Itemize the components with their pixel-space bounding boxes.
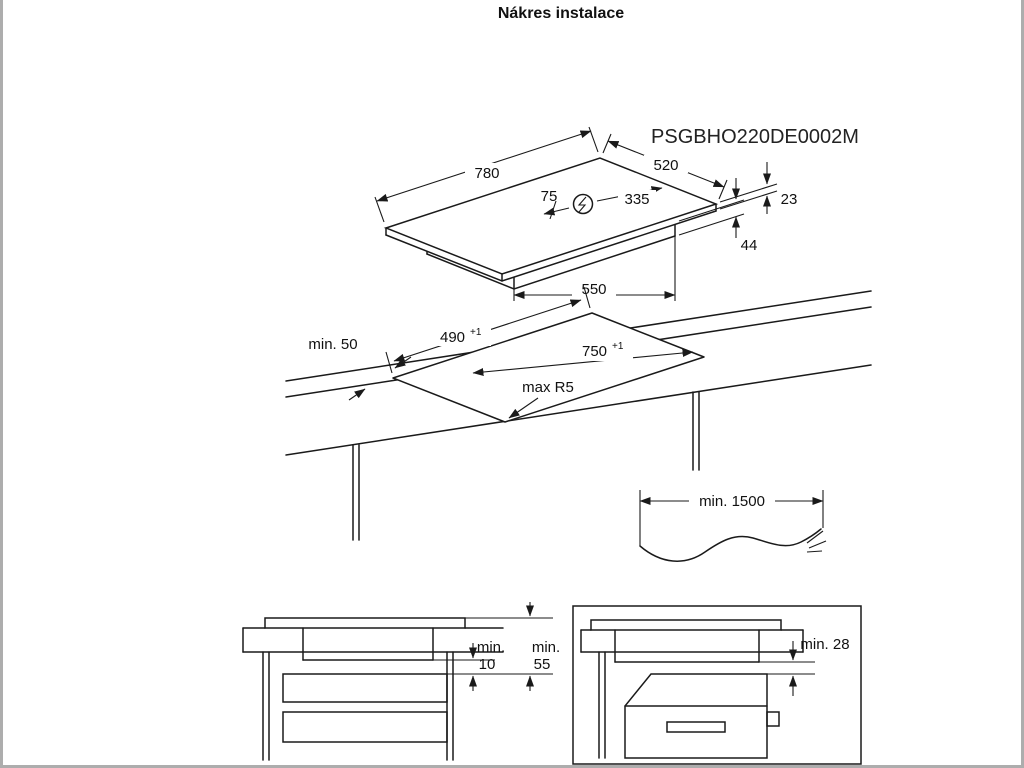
svg-text:min.: min. [532,639,560,656]
drawer-front-upper [282,673,448,703]
hob-glass-silhouette [386,158,716,281]
dim-490: 490 +1 [385,286,591,374]
svg-text:550: 550 [581,281,606,298]
dim-min-28: min. 28 [789,636,850,696]
cutout-drawing: min. 50 490 +1 750 +1 max R5 [285,286,872,541]
svg-text:750: 750 [582,343,607,360]
svg-text:335: 335 [624,191,649,208]
model-code: PSGBHO220DE0002M [651,126,859,148]
cabinet-side-left [262,651,270,761]
svg-text:max R5: max R5 [522,379,574,396]
dim-520: 520 [602,133,728,200]
hob-glass-profile-2 [590,619,782,631]
hob-isometric-drawing: 780 520 75 335 23 [374,126,798,301]
oven-section-drawing: min. 28 [572,605,862,765]
power-cable [639,528,822,562]
svg-text:520: 520 [653,157,678,174]
dim-min-55: min. 55 [526,602,560,691]
dim-connection: 75 335 [541,186,663,220]
svg-text:10: 10 [479,656,496,673]
svg-text:780: 780 [474,165,499,182]
dim-max-r5: max R5 [508,379,574,419]
installation-diagram: Nákres instalace PSGBHO220DE0002M 780 [242,5,872,765]
svg-text:min. 50: min. 50 [308,336,357,353]
dim-min-10: min. 10 [469,639,505,691]
svg-text:55: 55 [534,656,551,673]
power-connection-icon [572,193,594,215]
svg-text:min. 1500: min. 1500 [699,493,765,510]
svg-text:+1: +1 [470,327,482,338]
worktop-lower-edge [285,364,872,456]
oven-handle [666,721,726,733]
svg-text:min. 28: min. 28 [800,636,849,653]
svg-text:44: 44 [741,237,758,254]
built-in-oven [624,673,780,759]
svg-text:min.: min. [477,639,505,656]
dim-550: 550 [513,236,676,301]
svg-text:490: 490 [440,329,465,346]
svg-text:23: 23 [781,191,798,208]
hob-glass-profile [264,617,466,629]
worktop-leg-left [352,444,360,541]
worktop-leg-right [692,391,700,471]
dim-750: 750 +1 [472,341,694,376]
hob-box-profile-2 [614,629,760,663]
svg-text:75: 75 [541,188,558,205]
svg-text:+1: +1 [612,341,624,352]
oven-section-frame [572,605,862,765]
dim-780: 780 [374,126,599,223]
hob-box-profile [302,627,434,661]
dim-min-50: min. 50 [308,336,412,401]
lightning-icon [577,196,587,213]
page-title: Nákres instalace [498,5,624,22]
cable-wire-ends [806,530,827,553]
dim-23: 23 [719,162,798,214]
cabinet-side-right [446,651,454,761]
oven-cabinet-side-left [598,651,606,759]
oven-knob [766,711,780,727]
drawer-front-lower [282,711,448,743]
dim-44: 44 [678,178,758,254]
drawer-section-drawing: min. 10 min. 55 [242,602,560,761]
cable-drawing: min. 1500 [639,490,827,562]
